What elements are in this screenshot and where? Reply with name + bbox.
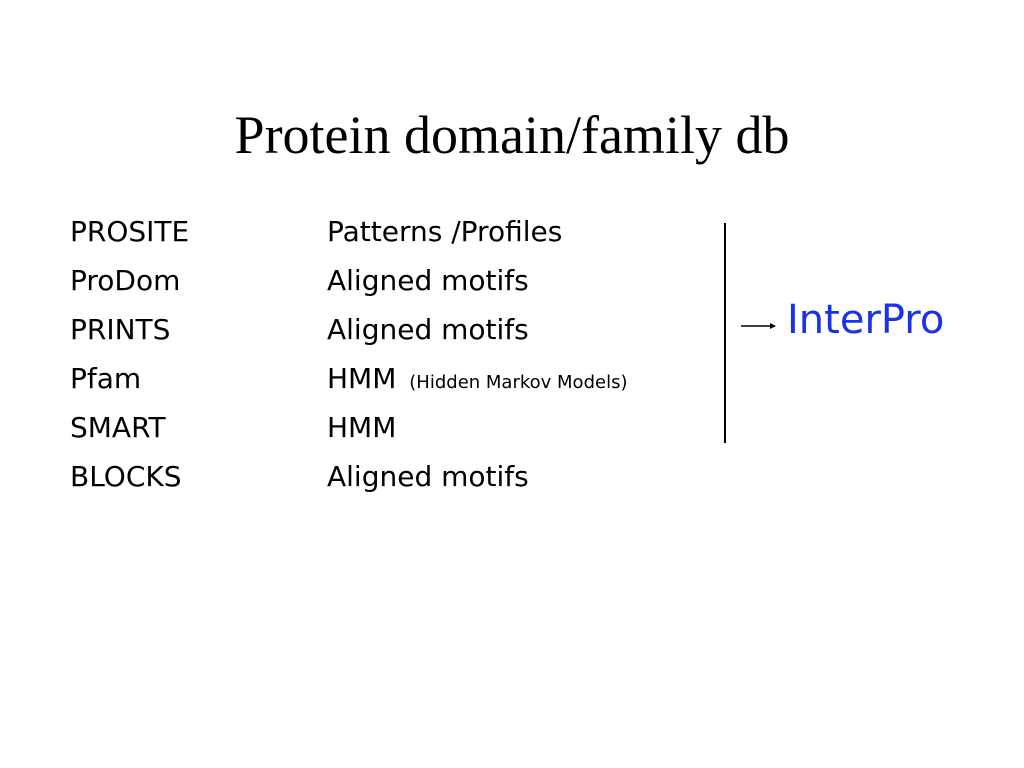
method-label: Aligned motifs [327,264,529,297]
database-method: Patterns /Profiles [327,207,562,256]
database-method: Aligned motifs [327,256,529,305]
method-label: Patterns /Profiles [327,215,563,248]
method-label: Aligned motifs [327,313,529,346]
slide-title: Protein domain/family db [234,105,790,165]
database-method: Aligned motifs [327,305,529,354]
database-name: Pfam [70,362,142,395]
database-name: ProDom [70,264,181,297]
method-label: HMM [327,362,397,395]
database-name: BLOCKS [70,460,182,493]
interpro-label: InterPro [787,297,945,343]
database-method: HMM [327,403,396,452]
bracket-line [724,223,726,443]
database-name: SMART [70,411,166,444]
database-method: Aligned motifs [327,452,529,501]
method-note: (Hidden Markov Models) [409,372,628,393]
method-label: HMM [327,411,397,444]
database-name: PROSITE [70,215,190,248]
arrow-right-icon [741,323,776,329]
database-name: PRINTS [70,313,171,346]
database-method: HMM (Hidden Markov Models) [327,354,627,407]
method-label: Aligned motifs [327,460,529,493]
